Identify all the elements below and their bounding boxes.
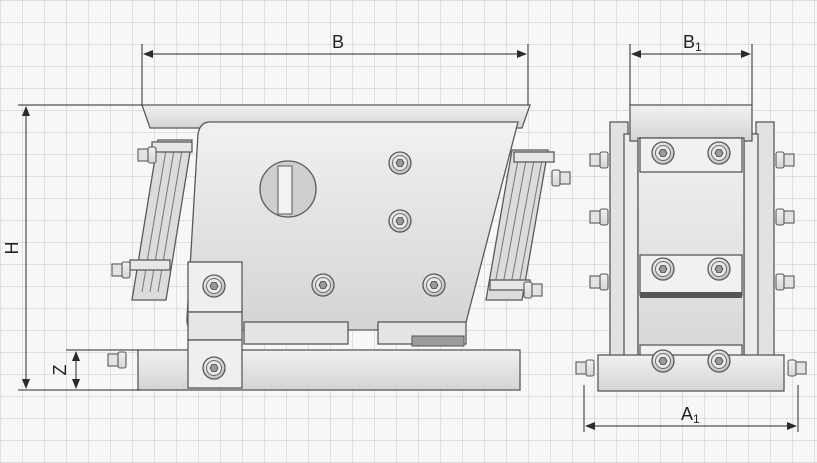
lower-wedge-left <box>243 321 349 345</box>
dimension-a1-label: A1 <box>681 404 700 426</box>
side-clamp-block <box>187 261 243 389</box>
dimension-lines <box>18 44 799 432</box>
dimension-b-label: B <box>332 32 344 52</box>
hex-bolt-icon <box>422 273 446 297</box>
slot-window <box>259 160 317 218</box>
hex-bolt-icon <box>311 273 335 297</box>
dimension-z-label: Z <box>50 365 70 376</box>
hex-bolt-icon <box>388 151 412 175</box>
right-spring-stack <box>485 149 571 301</box>
front-view <box>107 104 571 391</box>
dimension-h-label: H <box>2 242 22 255</box>
dimension-b1-label: B1 <box>683 32 702 54</box>
hex-bolt-icon <box>388 209 412 233</box>
side-view <box>575 104 807 392</box>
left-spring-stack <box>107 139 193 369</box>
